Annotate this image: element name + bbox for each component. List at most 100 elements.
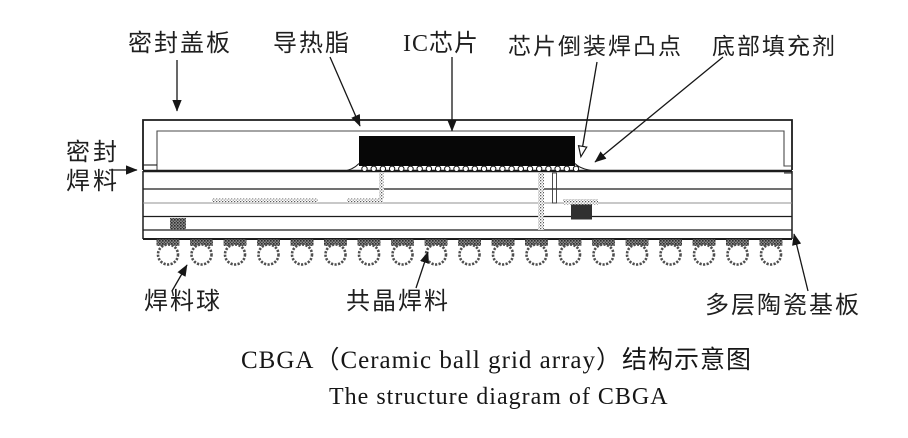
label-seal-solder-line1: 密封 bbox=[66, 140, 120, 166]
label-seal-lid: 密封盖板 bbox=[128, 31, 232, 57]
flip-chip-bump bbox=[471, 165, 478, 173]
flip-chip-bump bbox=[536, 165, 543, 173]
eutectic-solder-cap bbox=[223, 239, 247, 246]
label-ceramic-substrate: 多层陶瓷基板 bbox=[705, 293, 861, 319]
arrow-thermal-grease bbox=[329, 56, 361, 127]
flip-chip-bump bbox=[407, 165, 414, 173]
label-seal-solder-line2: 焊料 bbox=[66, 169, 120, 195]
lid-cavity-line bbox=[156, 130, 791, 170]
eutectic-solder-cap bbox=[424, 239, 448, 246]
flip-chip-bump bbox=[480, 165, 488, 173]
flip-chip-bump bbox=[517, 165, 524, 173]
flip-chip-bump bbox=[508, 165, 515, 173]
arrow-eutectic-solder bbox=[415, 251, 429, 289]
flip-chip-bump bbox=[370, 165, 377, 173]
figure-caption-chinese: CBGA（Ceramic ball grid array）结构示意图 bbox=[241, 347, 752, 374]
flip-chip-bump-row bbox=[361, 165, 580, 173]
eutectic-solder-cap bbox=[190, 239, 213, 246]
label-solder-ball: 焊料球 bbox=[144, 289, 222, 315]
solder-ball bbox=[391, 243, 414, 266]
flip-chip-bump bbox=[379, 165, 387, 173]
flip-chip-bump bbox=[361, 165, 368, 173]
buried-trace bbox=[347, 198, 383, 203]
underfill-fillet-left bbox=[341, 163, 360, 172]
flip-chip-bump bbox=[398, 165, 405, 173]
label-ic-chip: IC芯片 bbox=[403, 31, 479, 57]
eutectic-solder-cap bbox=[156, 239, 180, 246]
eutectic-solder-cap bbox=[558, 239, 582, 246]
underfill-fillet-right bbox=[574, 163, 600, 172]
lid-outline bbox=[142, 119, 793, 170]
solder-ball bbox=[726, 243, 749, 266]
via bbox=[379, 173, 384, 199]
solder-ball bbox=[625, 243, 649, 266]
solder-ball bbox=[223, 243, 247, 266]
solder-ball bbox=[357, 243, 381, 266]
solder-ball-row bbox=[156, 239, 783, 266]
buried-pad bbox=[563, 199, 598, 205]
label-seal-solder: 密封 焊料 bbox=[66, 139, 120, 197]
label-underfill: 底部填充剂 bbox=[712, 34, 837, 59]
solder-ball bbox=[257, 243, 280, 266]
flip-chip-bump bbox=[554, 165, 561, 173]
buried-trace bbox=[212, 198, 318, 203]
flip-chip-bump bbox=[526, 165, 534, 173]
flip-chip-bump bbox=[462, 165, 469, 173]
leader-arrows bbox=[109, 56, 809, 292]
flip-chip-bump bbox=[499, 165, 506, 173]
flip-chip-bump bbox=[425, 165, 433, 173]
eutectic-solder-cap bbox=[357, 239, 381, 246]
eutectic-solder-cap bbox=[491, 239, 515, 246]
substrate-conductors bbox=[170, 172, 598, 230]
arrow-ceramic-substrate bbox=[792, 233, 809, 292]
eutectic-solder-cap bbox=[625, 239, 649, 246]
label-flip-chip-bumps: 芯片倒装焊凸点 bbox=[508, 34, 683, 59]
flip-chip-bump bbox=[444, 165, 451, 173]
eutectic-solder-cap bbox=[726, 239, 749, 246]
eutectic-solder-cap bbox=[257, 239, 280, 246]
flip-chip-bump bbox=[490, 165, 497, 173]
via bbox=[538, 173, 544, 230]
figure-caption-english: The structure diagram of CBGA bbox=[329, 384, 669, 410]
eutectic-solder-cap bbox=[324, 239, 347, 246]
solder-ball bbox=[659, 243, 682, 266]
solder-ball bbox=[592, 243, 615, 266]
eutectic-solder-cap bbox=[659, 239, 682, 246]
arrow-solder-ball bbox=[171, 264, 188, 292]
solder-ball bbox=[156, 243, 180, 266]
solder-ball bbox=[558, 243, 582, 266]
eutectic-solder-cap bbox=[458, 239, 481, 246]
via bbox=[552, 172, 557, 204]
arrow-underfill bbox=[594, 56, 724, 163]
solder-ball bbox=[424, 243, 448, 266]
buried-pad-body bbox=[571, 204, 592, 220]
solder-ball bbox=[692, 243, 716, 266]
flip-chip-bump bbox=[453, 165, 460, 173]
eutectic-solder-cap bbox=[391, 239, 414, 246]
label-eutectic-solder: 共晶焊料 bbox=[346, 289, 450, 315]
buried-via-block bbox=[170, 218, 186, 230]
arrow-flip-chip-bumps bbox=[577, 61, 598, 159]
solder-ball bbox=[324, 243, 347, 266]
flip-chip-bump bbox=[388, 165, 396, 173]
label-thermal-grease: 导热脂 bbox=[273, 31, 351, 57]
solder-ball bbox=[190, 243, 213, 266]
solder-ball bbox=[491, 243, 515, 266]
solder-ball bbox=[759, 243, 783, 266]
eutectic-solder-cap bbox=[759, 239, 783, 246]
eutectic-solder-cap bbox=[692, 239, 716, 246]
flip-chip-bump bbox=[545, 165, 552, 173]
solder-ball bbox=[458, 243, 481, 266]
flip-chip-bump bbox=[563, 165, 570, 173]
eutectic-solder-cap bbox=[592, 239, 615, 246]
flip-chip-bump bbox=[572, 165, 580, 173]
solder-ball bbox=[525, 243, 548, 266]
ic-chip-body bbox=[359, 136, 575, 166]
flip-chip-bump bbox=[416, 165, 423, 173]
flip-chip-bump bbox=[434, 165, 442, 173]
solder-ball bbox=[290, 243, 314, 266]
eutectic-solder-cap bbox=[290, 239, 314, 246]
eutectic-solder-cap bbox=[525, 239, 548, 246]
